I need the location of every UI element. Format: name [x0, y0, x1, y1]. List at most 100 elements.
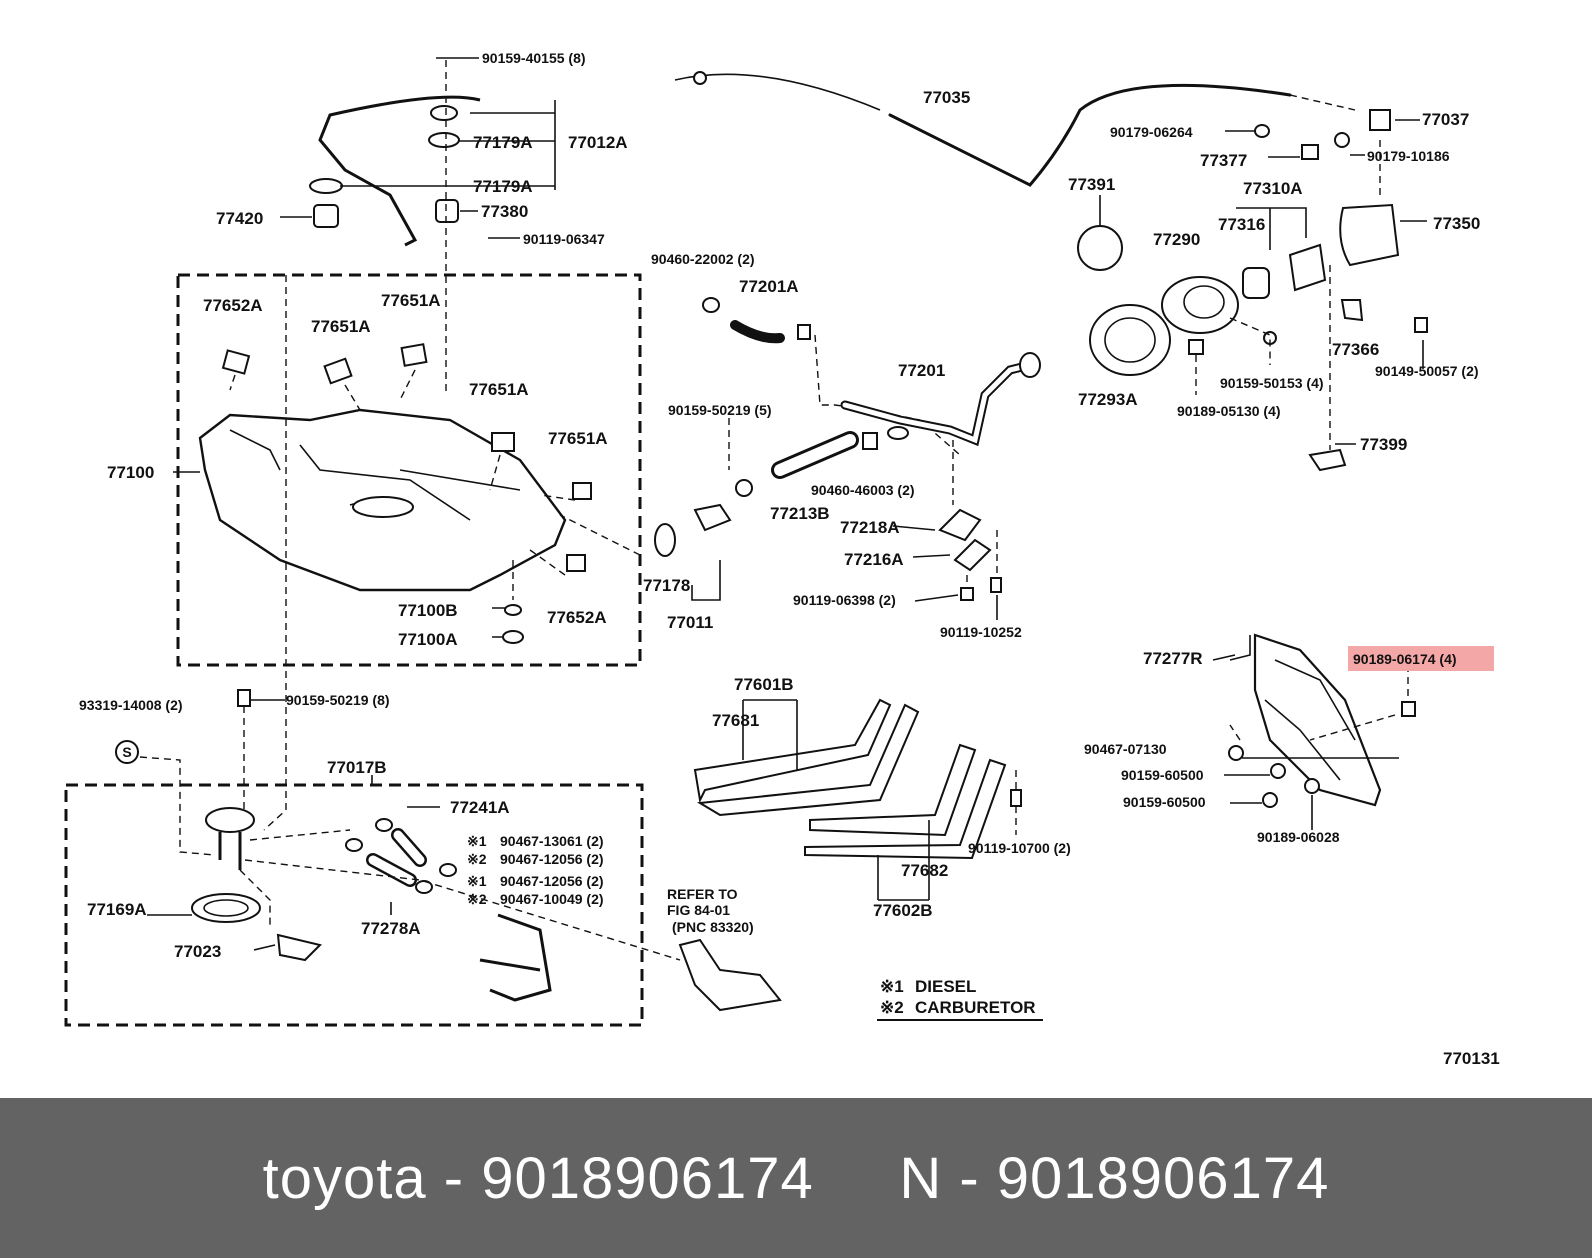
filler-cap-end: [1019, 352, 1041, 378]
fuel-lid-77350: [1339, 203, 1400, 267]
label-90159-60500-2: 90159-60500: [1123, 794, 1206, 810]
strap-77602b-2: [804, 758, 1007, 860]
label-77681: 77681: [712, 711, 759, 730]
gasket-inner: [203, 899, 249, 917]
label-77277r: 77277R: [1143, 649, 1203, 668]
figure-number: 770131: [1443, 1049, 1500, 1068]
label-mark1-a: ※1: [467, 833, 487, 849]
label-77420: 77420: [216, 209, 263, 228]
label-77179a-1: 77179A: [473, 133, 533, 152]
label-90189-06174-highlighted: 90189-06174 (4): [1353, 651, 1457, 667]
pad-77652a-2: [566, 554, 586, 572]
label-77316: 77316: [1218, 215, 1265, 234]
label-77652a-1: 77652A: [203, 296, 263, 315]
label-90159-50219-5: 90159-50219 (5): [668, 402, 772, 418]
base-inner: [1183, 285, 1225, 319]
label-77399: 77399: [1360, 435, 1407, 454]
tank-opening: [352, 496, 414, 518]
ring-77391: [1077, 225, 1123, 271]
label-77377: 77377: [1200, 151, 1247, 170]
lead-tank-to-pump: [263, 275, 287, 831]
clamp-2: [345, 838, 363, 852]
cable-end: [693, 71, 707, 85]
label-90179-10186: 90179-10186: [1367, 148, 1450, 164]
strap-77602b: [809, 743, 977, 837]
clip-77201a: [797, 324, 811, 340]
label-77201: 77201: [898, 361, 945, 380]
clip-90189-05130: [1188, 339, 1204, 355]
pump-77017b: [205, 807, 255, 833]
clip-90189-06174: [1401, 701, 1416, 717]
label-77391: 77391: [1068, 175, 1115, 194]
label-90119-10700: 90119-10700 (2): [968, 840, 1071, 856]
label-90159-50153: 90159-50153 (4): [1220, 375, 1324, 391]
gasket-77178: [654, 523, 676, 557]
part-77100a: [502, 630, 524, 644]
diagram-canvas: S 90159-40155 (8) 77035 77037 77179A 770…: [64, 50, 1500, 1068]
label-90119-10252: 90119-10252: [940, 624, 1022, 640]
part-small-hose: [887, 426, 909, 440]
label-90467-12056-a: 90467-12056 (2): [500, 851, 604, 867]
hose-77278a-inner: [368, 855, 415, 885]
part-77399: [1308, 448, 1347, 472]
label-77682: 77682: [901, 861, 948, 880]
screw-90159-60500-1: [1270, 763, 1286, 779]
label-90467-10049: 90467-10049 (2): [500, 891, 604, 907]
label-mark2-a: ※2: [467, 851, 487, 867]
label-pnc-83320: (PNC 83320): [672, 919, 754, 935]
liner-ribs: [1264, 659, 1356, 781]
legend-carburetor: CARBURETOR: [915, 998, 1036, 1017]
strap-77601b: [693, 698, 892, 804]
bracket-77011: [691, 560, 721, 601]
lead-77277r: [1229, 635, 1251, 661]
part-77037: [1369, 109, 1391, 131]
footer-bar: toyota - 9018906174 N - 9018906174: [0, 1098, 1592, 1258]
bracket-77601b: [742, 699, 798, 770]
parts-diagram: S 90159-40155 (8) 77035 77037 77179A 770…: [64, 50, 1500, 1068]
bracket-77218a: [938, 508, 982, 542]
vent-tube: [318, 95, 481, 247]
label-90467-12056-b: 90467-12056 (2): [500, 873, 604, 889]
clip-90189-06028: [1304, 778, 1320, 794]
referred-part: [678, 938, 782, 1012]
label-93319-14008: 93319-14008 (2): [79, 697, 183, 713]
strap-77601b-2: [696, 703, 920, 817]
bracket-77602b: [877, 820, 930, 901]
base-77290: [1161, 276, 1239, 334]
part-77316: [1242, 267, 1270, 299]
gasket-77169a: [191, 893, 261, 923]
label-77602b: 77602B: [873, 901, 933, 920]
legend-diesel: DIESEL: [915, 977, 976, 996]
part-grommet-top: [430, 105, 458, 121]
label-90460-22002: 90460-22002 (2): [651, 251, 755, 267]
label-90119-06398: 90119-06398 (2): [793, 592, 896, 608]
pump-legs: [218, 832, 242, 870]
housing-inner: [1104, 317, 1156, 363]
bolt-90149-50057: [1414, 317, 1428, 333]
label-90119-06347: 90119-06347: [523, 231, 605, 247]
label-90149-50057: 90149-50057 (2): [1375, 363, 1479, 379]
label-90460-46003: 90460-46003 (2): [811, 482, 915, 498]
label-90189-05130: 90189-05130 (4): [1177, 403, 1281, 419]
bracket-77216a: [953, 538, 992, 572]
bolt-90159-50219: [237, 689, 251, 707]
lid-leads: [1329, 140, 1381, 450]
tank-leads: [229, 369, 641, 600]
label-77293a: 77293A: [1078, 390, 1138, 409]
pad-77651a-1: [323, 357, 353, 385]
label-90189-06028: 90189-06028: [1257, 829, 1340, 845]
label-77178: 77178: [643, 576, 690, 595]
part-77380: [435, 199, 459, 223]
clamp-3: [439, 863, 457, 877]
label-77601b: 77601B: [734, 675, 794, 694]
label-77169a: 77169A: [87, 900, 147, 919]
label-77241a: 77241A: [450, 798, 510, 817]
cable-77035: [888, 83, 1292, 187]
part-gasket-77179a: [428, 132, 460, 148]
label-77380: 77380: [481, 202, 528, 221]
bolt-90119-10700: [1010, 789, 1022, 807]
tube-assembly: [479, 913, 552, 1002]
pad-77651a-3: [491, 432, 515, 452]
part-90179-06264: [1254, 124, 1270, 138]
label-77035: 77035: [923, 88, 970, 107]
